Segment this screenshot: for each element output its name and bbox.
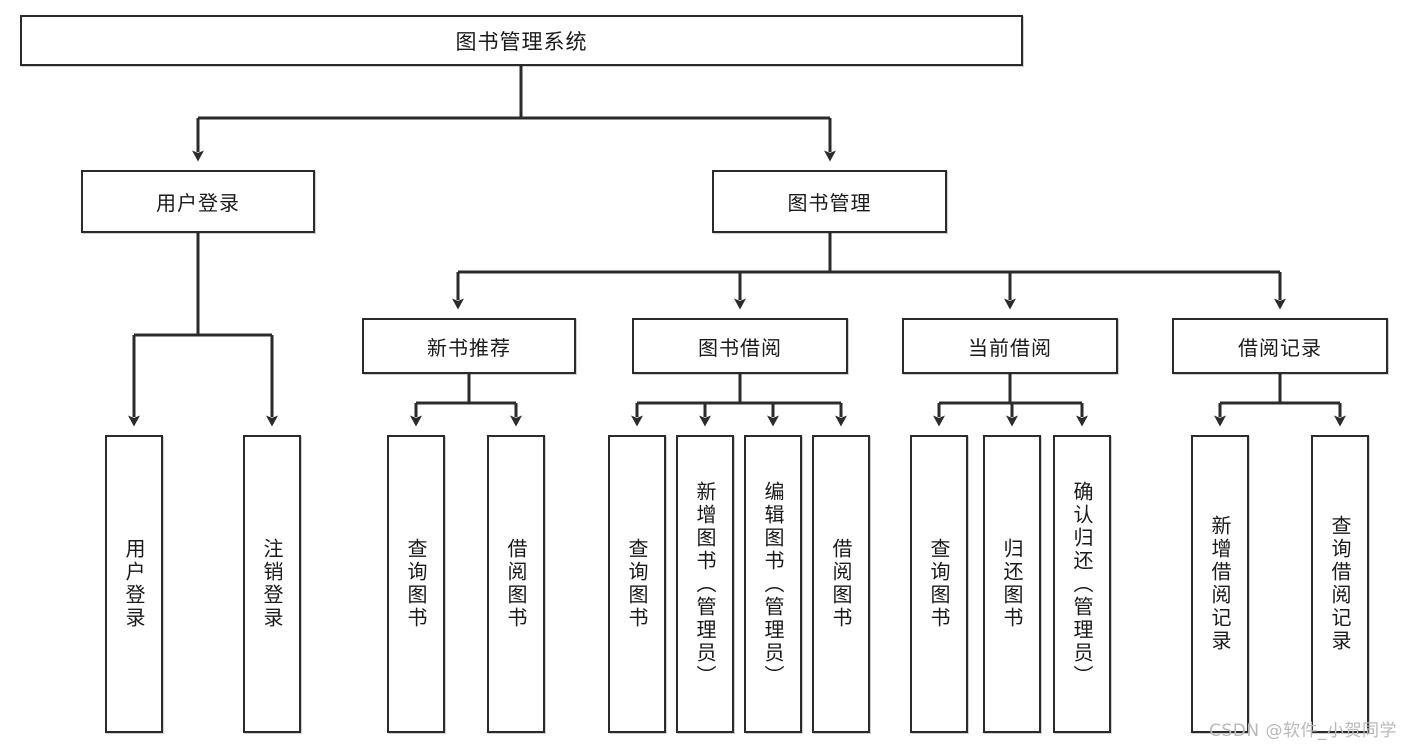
node-leaf-query-book-2[interactable]: 查询图书	[608, 435, 666, 733]
node-root[interactable]: 图书管理系统	[20, 15, 1023, 66]
node-leaf-confirm-return[interactable]: 确认归还（管理员）	[1053, 435, 1111, 733]
node-leaf-query-book-3[interactable]: 查询图书	[910, 435, 968, 733]
node-leaf-borrow-book-1[interactable]: 借阅图书	[487, 435, 545, 733]
node-leaf-query-record[interactable]: 查询借阅记录	[1311, 435, 1369, 733]
node-leaf-edit-book[interactable]: 编辑图书（管理员）	[744, 435, 802, 733]
node-book-manage[interactable]: 图书管理	[712, 170, 947, 233]
node-leaf-confirm-return-label: 确认归还（管理员）	[1070, 480, 1094, 688]
node-leaf-query-book-2-label: 查询图书	[625, 538, 649, 630]
node-current-borrow[interactable]: 当前借阅	[902, 318, 1118, 374]
node-leaf-user-login[interactable]: 用户登录	[105, 435, 163, 733]
node-leaf-add-book-label: 新增图书（管理员）	[693, 480, 717, 688]
node-leaf-edit-book-label: 编辑图书（管理员）	[761, 480, 785, 688]
node-borrow-record[interactable]: 借阅记录	[1172, 318, 1388, 374]
node-book-borrow-label: 图书借阅	[698, 335, 782, 360]
node-leaf-user-login-label: 用户登录	[122, 538, 146, 630]
node-leaf-return-book[interactable]: 归还图书	[983, 435, 1041, 733]
node-leaf-borrow-book-1-label: 借阅图书	[504, 538, 528, 630]
node-user-login[interactable]: 用户登录	[81, 170, 315, 233]
node-leaf-query-book-3-label: 查询图书	[927, 538, 951, 630]
node-new-book-recommend[interactable]: 新书推荐	[362, 318, 576, 374]
node-leaf-borrow-book-2-label: 借阅图书	[829, 538, 853, 630]
node-leaf-user-logout-label: 注销登录	[260, 538, 284, 630]
node-root-label: 图书管理系统	[455, 29, 588, 54]
node-user-login-label: 用户登录	[156, 191, 240, 215]
node-leaf-add-book[interactable]: 新增图书（管理员）	[676, 435, 734, 733]
node-leaf-add-record-label: 新增借阅记录	[1208, 515, 1232, 653]
node-leaf-return-book-label: 归还图书	[1000, 538, 1024, 630]
node-leaf-query-book-1-label: 查询图书	[404, 538, 428, 630]
node-leaf-borrow-book-2[interactable]: 借阅图书	[812, 435, 870, 733]
node-leaf-query-record-label: 查询借阅记录	[1328, 515, 1352, 653]
node-new-book-recommend-label: 新书推荐	[427, 335, 511, 360]
node-book-borrow[interactable]: 图书借阅	[632, 318, 848, 374]
csdn-watermark: CSDN @软件_小贺同学	[1209, 721, 1397, 741]
node-book-manage-label: 图书管理	[787, 191, 872, 215]
node-leaf-add-record[interactable]: 新增借阅记录	[1191, 435, 1249, 733]
node-borrow-record-label: 借阅记录	[1238, 335, 1322, 360]
node-current-borrow-label: 当前借阅	[968, 335, 1052, 360]
node-leaf-query-book-1[interactable]: 查询图书	[387, 435, 445, 733]
node-leaf-user-logout[interactable]: 注销登录	[243, 435, 301, 733]
